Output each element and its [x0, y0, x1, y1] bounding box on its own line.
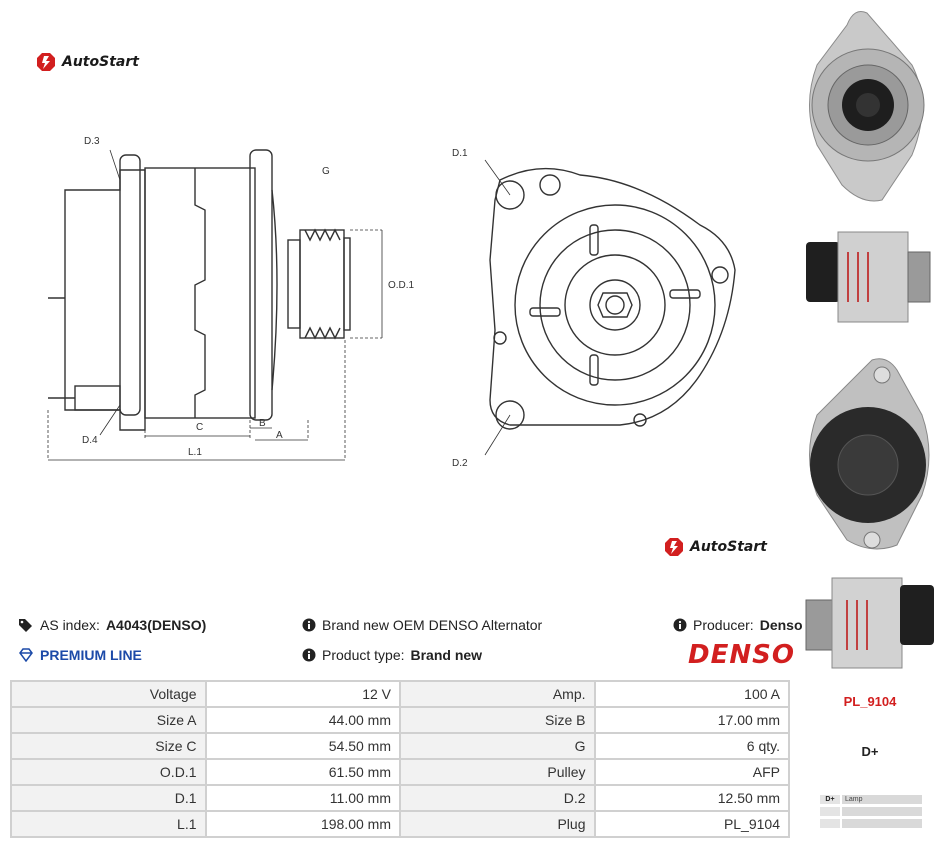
spec-value: 12.50 mm — [593, 784, 790, 812]
as-index: AS index: A4043(DENSO) — [18, 617, 206, 633]
pin-row: D+Lamp — [820, 795, 922, 804]
spec-label: Amp. — [399, 680, 596, 708]
description-row: Brand new OEM DENSO Alternator — [302, 617, 542, 633]
producer-label: Producer: — [693, 617, 754, 633]
as-index-value: A4043(DENSO) — [105, 617, 207, 633]
product-type-row: Product type: Brand new — [302, 647, 482, 663]
producer-value: Denso — [759, 617, 803, 633]
autostart-logo: AutoStart — [36, 52, 139, 72]
stator-body-outline — [144, 167, 256, 419]
premium-line-badge[interactable]: PREMIUM LINE — [18, 647, 142, 663]
description-text: Brand new OEM DENSO Alternator — [322, 617, 543, 633]
spec-value: 11.00 mm — [204, 784, 401, 812]
producer-row: Producer: Denso — [673, 617, 803, 633]
mount-hole-d2 — [495, 400, 525, 430]
front-housing-outline — [489, 167, 736, 426]
label-d3: D.3 — [84, 136, 100, 147]
spec-label: Size A — [10, 706, 207, 734]
spec-label: D.1 — [10, 784, 207, 812]
spec-value: 44.00 mm — [204, 706, 401, 734]
spec-label: D.2 — [399, 784, 596, 812]
pin-name: Lamp — [842, 795, 922, 804]
autostart-logo-icon — [37, 53, 55, 71]
premium-line-label: PREMIUM LINE — [40, 647, 142, 663]
pin-id — [820, 807, 840, 816]
label-b: B — [259, 418, 266, 429]
info-circle-icon — [302, 648, 316, 662]
spec-value: 17.00 mm — [593, 706, 790, 734]
spec-label: Size B — [399, 706, 596, 734]
spec-value: PL_9104 — [593, 810, 790, 838]
tags-icon — [19, 619, 32, 632]
autostart-logo-text: AutoStart — [62, 54, 139, 70]
terminal-label: D+ — [861, 744, 879, 759]
plug-code: PL_9104 — [843, 694, 897, 709]
pin-table: D+Lamp — [820, 795, 922, 831]
label-d2: D.2 — [452, 458, 468, 469]
spec-label: Size C — [10, 732, 207, 760]
label-d4: D.4 — [82, 435, 98, 446]
pin-name — [842, 819, 922, 828]
spec-label: L.1 — [10, 810, 207, 838]
label-a: A — [276, 430, 283, 441]
product-photo-rear[interactable] — [802, 355, 938, 555]
pin-row — [820, 807, 922, 816]
rear-bracket-outline — [119, 154, 141, 416]
product-type-value: Brand new — [410, 647, 483, 663]
label-d1: D.1 — [452, 148, 468, 159]
spec-label: Pulley — [399, 758, 596, 786]
spec-label: O.D.1 — [10, 758, 207, 786]
autostart-logo-text: AutoStart — [690, 539, 767, 555]
product-photo-plug-side[interactable] — [802, 560, 938, 680]
spec-value: 12 V — [204, 680, 401, 708]
pin-name — [842, 807, 922, 816]
info-circle-icon — [673, 618, 687, 632]
autostart-logo-icon — [665, 538, 683, 556]
alternator-technical-drawing: D.3 D.4 G O.D.1 C B A L.1 D.1 D.2 — [47, 136, 736, 469]
spec-value: 100 A — [593, 680, 790, 708]
rear-cover-outline — [64, 169, 146, 431]
pin-id: D+ — [820, 795, 840, 804]
gem-icon — [19, 648, 33, 662]
label-l1: L.1 — [188, 447, 202, 458]
as-index-label: AS index: — [40, 617, 100, 633]
product-type-label: Product type: — [322, 647, 405, 663]
product-photo-front[interactable] — [802, 5, 938, 205]
spec-value: 198.00 mm — [204, 810, 401, 838]
label-od1: O.D.1 — [388, 280, 415, 291]
autostart-logo-secondary: AutoStart — [664, 537, 767, 557]
spec-value: 6 qty. — [593, 732, 790, 760]
spec-label: Plug — [399, 810, 596, 838]
spec-label: G — [399, 732, 596, 760]
spec-value: 61.50 mm — [204, 758, 401, 786]
product-photo-side[interactable] — [802, 212, 938, 342]
label-g: G — [322, 166, 330, 177]
info-circle-icon — [302, 618, 316, 632]
spec-label: Voltage — [10, 680, 207, 708]
pulley-outline — [299, 229, 345, 339]
spec-value: 54.50 mm — [204, 732, 401, 760]
label-c: C — [196, 422, 203, 433]
front-bracket-outline — [249, 149, 273, 421]
spec-value: AFP — [593, 758, 790, 786]
pin-id — [820, 819, 840, 828]
mount-hole-d1 — [495, 180, 525, 210]
pin-row — [820, 819, 922, 828]
denso-logo: DENSO — [688, 640, 795, 670]
